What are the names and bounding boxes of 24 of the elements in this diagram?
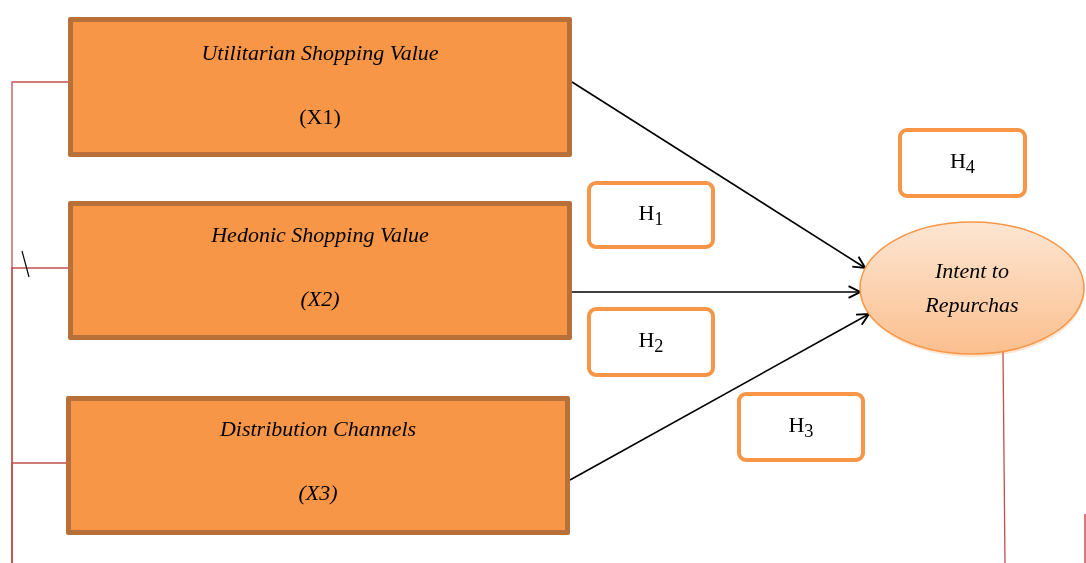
connector-line <box>11 462 67 563</box>
hypothesis-box <box>898 128 1027 198</box>
hypothesis-label: H$_{3}$ <box>788 411 814 443</box>
arrow <box>571 285 862 299</box>
variable-label: Utilitarian Shopping Value <box>200 40 440 66</box>
arrow <box>571 81 867 269</box>
variable-box <box>66 396 570 535</box>
variable-code: (X1) <box>298 104 342 130</box>
hypothesis-box <box>587 181 715 249</box>
arrow <box>569 313 870 481</box>
variable-box <box>68 17 572 157</box>
hypothesis-box <box>587 307 715 377</box>
variable-label: Distribution Channels <box>218 416 418 442</box>
hypothesis-label: H$_{1}$ <box>638 199 664 231</box>
variable-label: Hedonic Shopping Value <box>210 222 430 248</box>
hypothesis-label: H$_{4}$ <box>949 147 976 179</box>
hypothesis-box <box>737 392 865 462</box>
connector-line <box>1002 350 1006 563</box>
variable-code: (X2) <box>299 286 341 312</box>
construct-label: Intent to Repurchas <box>924 257 1020 319</box>
construct-ellipse <box>858 218 1086 358</box>
variable-box <box>68 201 572 340</box>
variable-code: (X3) <box>297 480 339 506</box>
hypothesis-label: H$_{2}$ <box>638 326 664 358</box>
